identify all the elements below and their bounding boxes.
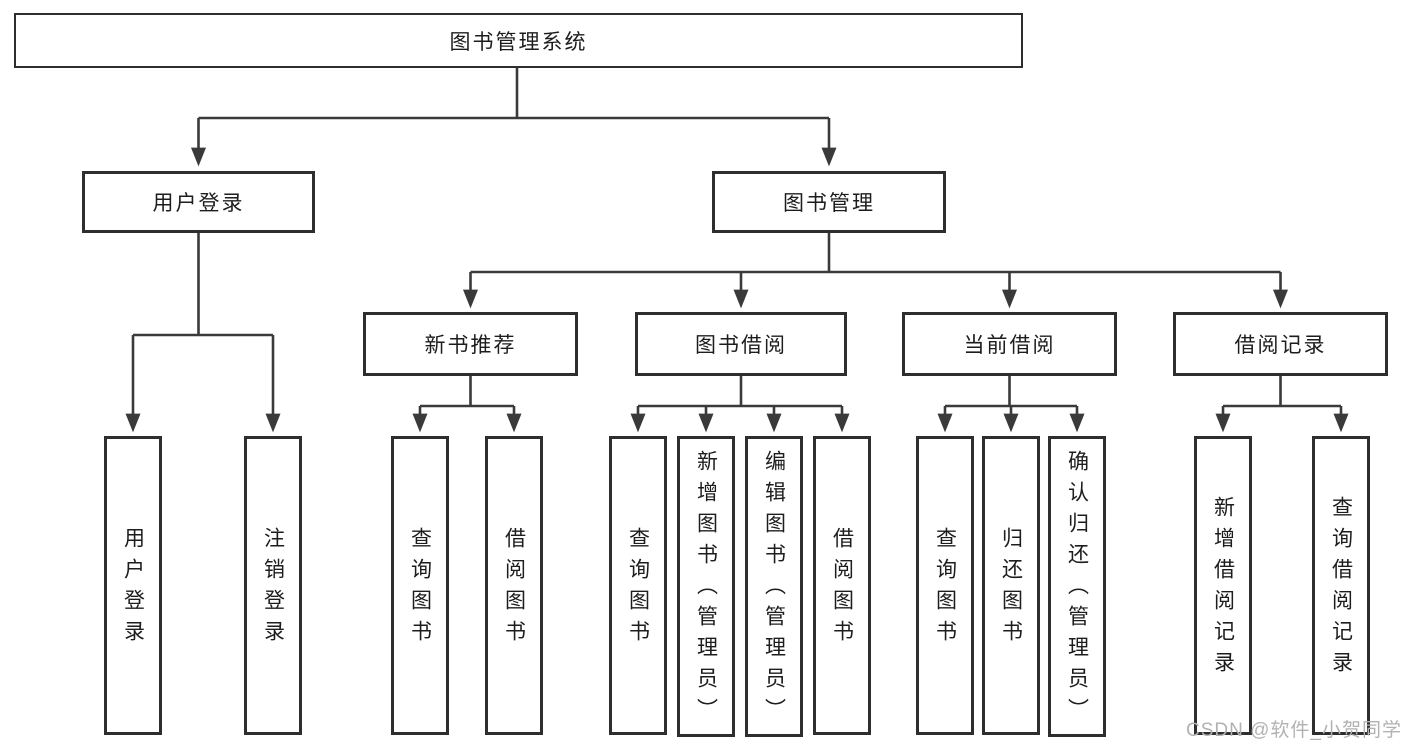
leaf-user-login: 用户登录 [104, 436, 162, 735]
leaf-add-borrow-record: 新增借阅记录 [1194, 436, 1252, 735]
node-new-book-recommendation: 新书推荐 [363, 312, 578, 376]
leaf-query-books-current: 查询图书 [916, 436, 974, 735]
leaf-confirm-return-admin: 确认归还（管理员） [1048, 436, 1106, 737]
leaf-edit-books-admin: 编辑图书（管理员） [745, 436, 803, 737]
leaf-query-borrow-record: 查询借阅记录 [1312, 436, 1370, 735]
leaf-borrow-books: 借阅图书 [813, 436, 871, 735]
leaf-query-books-borrowing: 查询图书 [609, 436, 667, 735]
leaf-return-books: 归还图书 [982, 436, 1040, 735]
node-book-borrowing: 图书借阅 [635, 312, 847, 376]
node-current-borrowing: 当前借阅 [902, 312, 1117, 376]
node-user-login-branch: 用户登录 [82, 171, 315, 233]
node-library-management-system: 图书管理系统 [14, 13, 1023, 68]
node-book-management-branch: 图书管理 [712, 171, 946, 233]
leaf-logout: 注销登录 [244, 436, 302, 735]
csdn-watermark: CSDN @软件_小贺同学 [1186, 720, 1402, 741]
leaf-borrow-books-recommend: 借阅图书 [485, 436, 543, 735]
leaf-query-books-recommend: 查询图书 [391, 436, 449, 735]
leaf-add-books-admin: 新增图书（管理员） [677, 436, 735, 737]
node-borrowing-records: 借阅记录 [1173, 312, 1388, 376]
